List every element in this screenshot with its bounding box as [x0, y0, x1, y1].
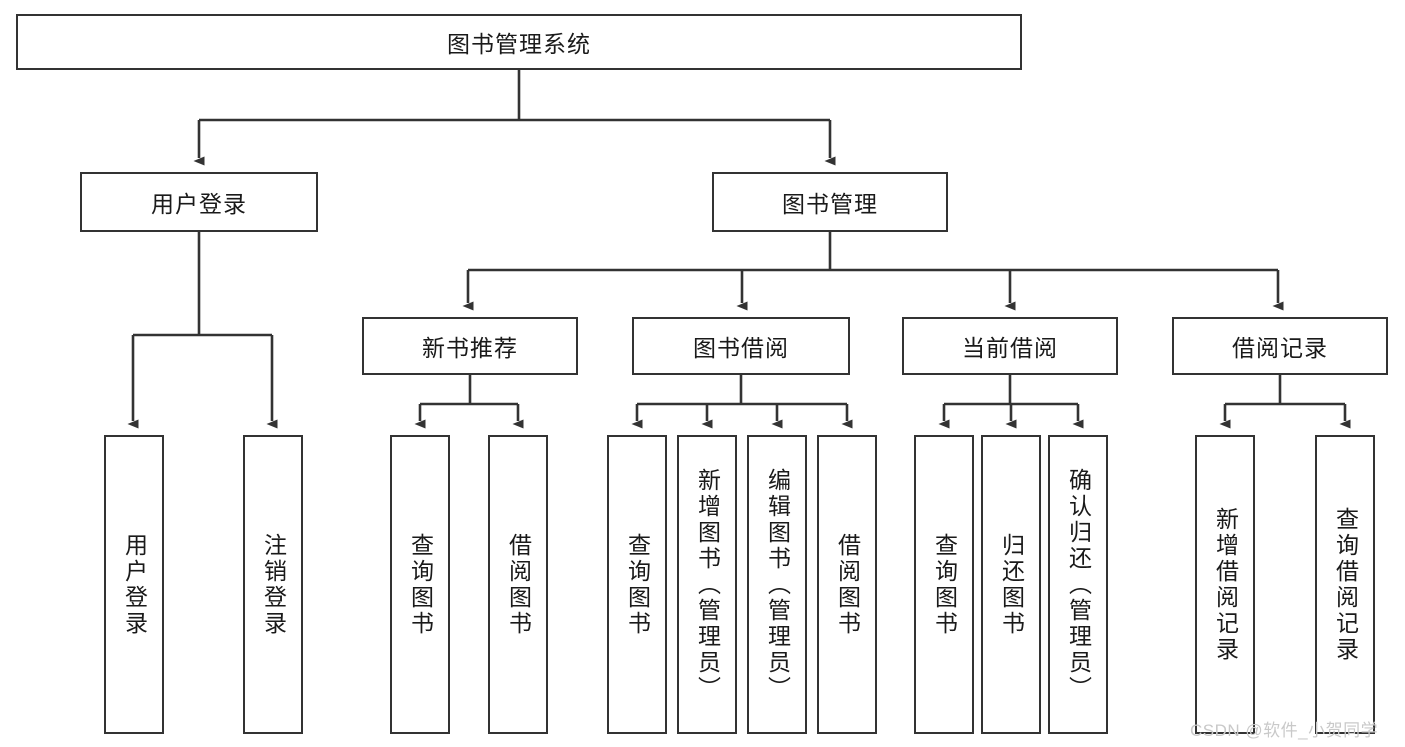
node-level2-book-management[interactable]: 图书管理 — [712, 172, 948, 232]
node-leaf-confirm-return-admin[interactable]: 确认归还（管理员） — [1048, 435, 1108, 734]
node-leaf-query-borrow-record[interactable]: 查询借阅记录 — [1315, 435, 1375, 734]
node-leaf-borrow-book-recommend[interactable]: 借阅图书 — [488, 435, 548, 734]
node-leaf-query-book-current[interactable]: 查询图书 — [914, 435, 974, 734]
node-leaf-borrow-book[interactable]: 借阅图书 — [817, 435, 877, 734]
node-leaf-query-book-recommend[interactable]: 查询图书 — [390, 435, 450, 734]
csdn-watermark: CSDN @软件_小贺同学 — [1190, 721, 1379, 740]
node-leaf-return-book[interactable]: 归还图书 — [981, 435, 1041, 734]
node-level2-user-login[interactable]: 用户登录 — [80, 172, 318, 232]
node-leaf-logout[interactable]: 注销登录 — [243, 435, 303, 734]
node-leaf-user-login[interactable]: 用户登录 — [104, 435, 164, 734]
node-level3-borrow-record[interactable]: 借阅记录 — [1172, 317, 1388, 375]
node-level3-current-borrow[interactable]: 当前借阅 — [902, 317, 1118, 375]
node-leaf-add-book-admin[interactable]: 新增图书（管理员） — [677, 435, 737, 734]
node-root[interactable]: 图书管理系统 — [16, 14, 1022, 70]
node-leaf-query-book-borrow[interactable]: 查询图书 — [607, 435, 667, 734]
node-leaf-edit-book-admin[interactable]: 编辑图书（管理员） — [747, 435, 807, 734]
node-level3-book-borrow[interactable]: 图书借阅 — [632, 317, 850, 375]
node-level3-new-book-recommend[interactable]: 新书推荐 — [362, 317, 578, 375]
node-leaf-add-borrow-record[interactable]: 新增借阅记录 — [1195, 435, 1255, 734]
